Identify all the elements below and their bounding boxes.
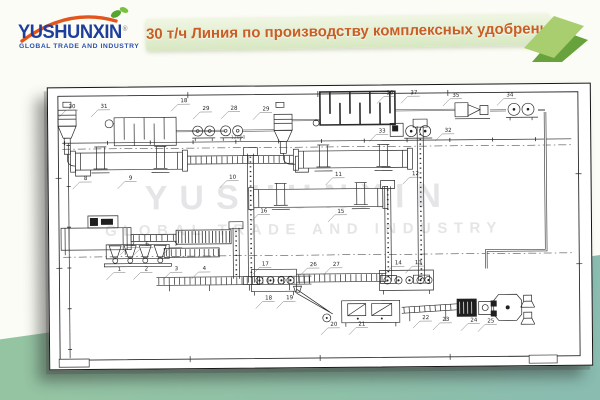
rotary-drum-9 <box>69 149 188 173</box>
batching-hoppers-1 <box>103 243 172 268</box>
banner-arrow-icon <box>524 16 588 62</box>
watermark-line2: GLOBAL TRADE AND INDUSTRY <box>105 219 503 239</box>
rotary-drum-11 <box>292 147 413 171</box>
callout-17: 17 <box>262 261 270 267</box>
callout-25: 25 <box>487 318 495 324</box>
bucket-elevator-12 <box>412 118 430 284</box>
bucket-elevator-4 <box>228 221 244 279</box>
callout-16: 16 <box>260 208 268 214</box>
callout-37: 37 <box>410 90 418 96</box>
drawing-sheet: YUSHUNXIN GLOBAL TRADE AND INDUSTRY 1200… <box>46 82 594 371</box>
fan-assembly-35 <box>454 102 491 120</box>
roller <box>424 276 433 285</box>
callout-18: 18 <box>180 98 188 104</box>
callout-14: 14 <box>395 260 403 266</box>
settling-chamber-left <box>104 116 177 147</box>
title-banner: 30 т/ч Линия по производству комплексных… <box>145 13 559 51</box>
granulator-17 <box>251 268 297 296</box>
callout-20: 20 <box>330 322 338 328</box>
fan-unit-29 <box>191 125 216 142</box>
callout-2: 2 <box>145 267 149 273</box>
screening-machine-21 <box>341 299 401 327</box>
roller <box>277 276 286 285</box>
chain-crusher-23 <box>456 298 477 317</box>
belt-conveyor-26-27 <box>296 273 387 283</box>
callout-10: 10 <box>229 175 237 181</box>
callout-29: 29 <box>202 106 210 112</box>
page-title: 30 т/ч Линия по производству комплексных… <box>145 20 559 43</box>
callout-12: 12 <box>412 171 419 177</box>
callout-19: 19 <box>286 295 294 301</box>
roller <box>405 276 414 285</box>
watermark: YUSHUNXIN GLOBAL TRADE AND INDUSTRY <box>105 177 503 240</box>
callout-29: 29 <box>262 106 270 112</box>
callout-18: 18 <box>265 295 273 301</box>
callout-4: 4 <box>203 266 207 272</box>
belt-conveyor-10 <box>187 154 294 165</box>
duct-piping <box>176 108 548 269</box>
callout-22: 22 <box>422 315 429 321</box>
unit-24 <box>478 301 493 315</box>
bag-stand <box>520 311 536 325</box>
logo-tagline: GLOBAL TRADE AND INDUSTRY <box>19 43 140 50</box>
callout-36: 36 <box>386 90 394 96</box>
inclined-chute-19 <box>293 285 333 315</box>
callout-13: 13 <box>415 260 423 266</box>
roller <box>394 276 403 285</box>
granulator-13 <box>379 269 434 295</box>
callout-23: 23 <box>442 317 450 323</box>
callout-35: 35 <box>452 93 460 99</box>
logo-name: YUSHUNXIN® <box>18 21 128 44</box>
callout-5: 5 <box>174 241 178 247</box>
belt-conveyor-2 <box>156 275 312 292</box>
callout-27: 27 <box>333 262 341 268</box>
callout-8: 8 <box>84 176 88 182</box>
rotary-drum-15 <box>248 186 389 210</box>
callout-11: 11 <box>335 172 342 178</box>
screw-feeder-5 <box>175 229 232 245</box>
blower-34 <box>506 102 539 121</box>
bag-stand <box>520 294 536 308</box>
bucket-elevator-14 <box>380 179 397 284</box>
callout-21: 21 <box>358 322 365 328</box>
logo-name-text: YUSHUNXIN <box>18 21 122 43</box>
callout-33: 33 <box>379 128 387 134</box>
callout-15: 15 <box>337 209 345 215</box>
labyrinth-dust-chamber <box>312 90 396 127</box>
belt-conveyor-22 <box>401 303 457 322</box>
fan-assembly-33 <box>389 122 404 137</box>
callout-34: 34 <box>506 92 514 98</box>
wheel-20 <box>322 313 332 323</box>
callout-26: 26 <box>310 262 318 268</box>
callout-30: 30 <box>68 104 76 110</box>
roller <box>286 276 295 285</box>
plant-layout-diagram: YUSHUNXIN GLOBAL TRADE AND INDUSTRY 1200… <box>55 89 583 368</box>
callout-3: 3 <box>175 266 179 272</box>
callout-9: 9 <box>129 176 133 182</box>
roller <box>416 276 425 285</box>
callout-24: 24 <box>470 318 478 324</box>
callout-6: 6 <box>145 241 149 247</box>
callout-7: 7 <box>131 242 135 248</box>
belt-conveyor-3 <box>163 247 220 258</box>
registered-mark: ® <box>122 25 128 33</box>
packing-machine-25 <box>490 293 523 321</box>
logo: YUSHUNXIN® GLOBAL TRADE AND INDUSTRY <box>16 5 152 61</box>
callout-31: 31 <box>100 104 107 110</box>
blower-32 <box>404 125 433 139</box>
callout-1: 1 <box>118 267 122 273</box>
logo-swoosh-leaf-icon <box>20 7 129 43</box>
roller <box>383 276 392 285</box>
callout-32: 32 <box>445 128 452 134</box>
callout-28: 28 <box>230 106 238 112</box>
